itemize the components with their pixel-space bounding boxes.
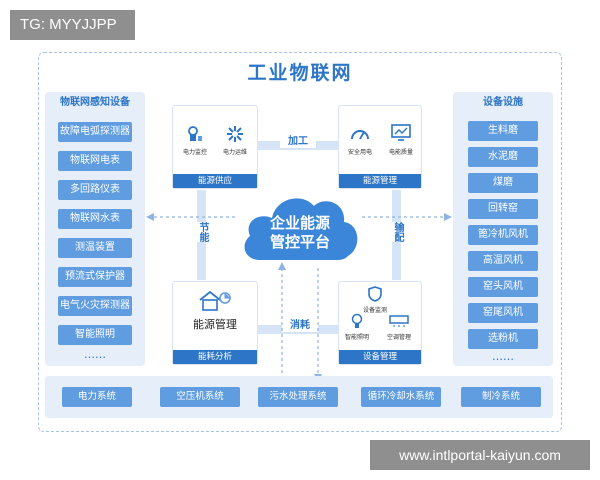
management-icon1-label: 安全用电	[347, 149, 372, 156]
right-item: 高温风机	[468, 251, 538, 271]
left-item: 故障电弧探测器	[58, 122, 132, 142]
card-energy-supply-footer: 能源供应	[173, 174, 257, 188]
left-item: 测温装置	[58, 238, 132, 258]
monitor-chart-icon	[391, 124, 411, 141]
cloud-shape	[244, 198, 358, 260]
left-item: 电气火灾探测器	[58, 296, 132, 316]
shield-icon	[368, 286, 382, 302]
system-item: 循环冷却水系统	[361, 387, 441, 407]
right-item: 水泥磨	[468, 147, 538, 167]
system-item: 污水处理系统	[258, 387, 338, 407]
left-item: 物联网电表	[58, 151, 132, 171]
devices-icon3-label: 空调管理	[386, 334, 411, 341]
management-icon2-label: 电能质量	[388, 149, 413, 156]
diagram-title: 工业物联网	[247, 62, 353, 84]
devices-icon1-label: 设备监测	[362, 307, 387, 314]
right-item: 煤磨	[468, 173, 538, 193]
left-item: 预流式保护器	[58, 267, 132, 287]
card-energy-management-footer: 能源管理	[339, 174, 421, 188]
right-item: 回转窑	[468, 199, 538, 219]
right-item: 窑尾风机	[468, 303, 538, 323]
left-item: 物联网水表	[58, 209, 132, 229]
left-item: 多回路仪表	[58, 180, 132, 200]
home-energy-icon	[199, 290, 231, 311]
card-device-management-footer: 设备管理	[339, 350, 421, 364]
analysis-main-label: 能源管理	[193, 318, 237, 331]
left-item: 智能照明	[58, 325, 132, 345]
connector-right-label: 输配	[388, 222, 404, 242]
left-panel-heading: 物联网感知设备	[60, 97, 130, 108]
right-item: 窑头风机	[468, 277, 538, 297]
air-conditioner-icon	[389, 315, 409, 327]
diagram-frame	[38, 52, 562, 432]
bulb-icon	[351, 313, 363, 328]
connector-top-label: 加工	[280, 136, 316, 148]
watermark-url: www.intlportal-kaiyun.com	[370, 440, 590, 470]
right-item: 选粉机	[468, 329, 538, 349]
cloud-label-line1: 企业能源	[269, 214, 330, 232]
right-more: ……	[492, 350, 514, 363]
system-item: 电力系统	[62, 387, 132, 407]
supply-icon1-label: 电力监控	[182, 149, 207, 156]
cloud-label-line2: 管控平台	[269, 233, 330, 251]
connector-left-label: 节能	[193, 222, 209, 242]
right-item: 生料磨	[468, 121, 538, 141]
watermark-tag: TG: MYYJJPP	[10, 10, 135, 40]
left-more: ……	[84, 348, 106, 361]
system-item: 制冷系统	[461, 387, 541, 407]
gauge-icon	[351, 130, 369, 140]
gear-icon	[227, 126, 243, 142]
supply-icon2-label: 电力运维	[222, 149, 247, 156]
devices-icon2-label: 智能照明	[344, 334, 369, 341]
right-panel-heading: 设备设施	[483, 97, 523, 108]
system-item: 空压机系统	[160, 387, 240, 407]
connector-bottom-label: 消耗	[282, 320, 318, 332]
right-item: 篦冷机风机	[468, 225, 538, 245]
power-monitor-icon	[188, 126, 202, 141]
card-energy-analysis-footer: 能耗分析	[173, 350, 257, 364]
